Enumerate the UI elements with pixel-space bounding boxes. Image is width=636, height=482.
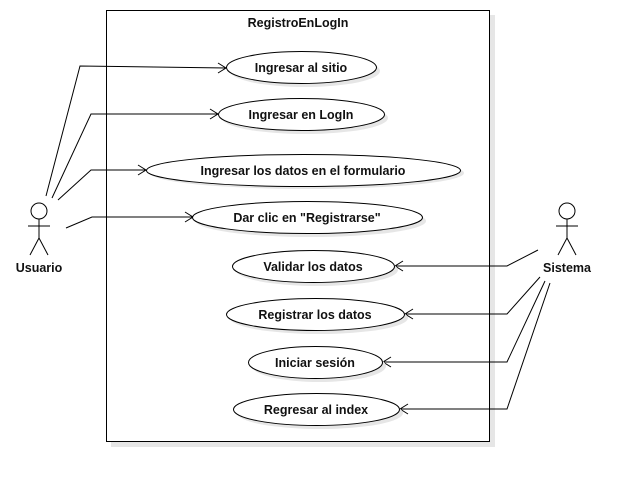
use-case-label: Ingresar al sitio <box>255 61 348 75</box>
use-case-validar-los-datos: Validar los datos <box>232 250 398 286</box>
assoc-sistema-registrar <box>405 276 541 315</box>
actor-usuario: Usuario <box>16 202 63 275</box>
arrowhead-ingresar-datos <box>137 164 147 176</box>
sistema-associations <box>383 249 551 410</box>
system-title: RegistroEnLogIn <box>248 16 349 30</box>
assoc-usuario-ingresar-sitio <box>45 65 227 197</box>
use-case-iniciar-sesion: Iniciar sesión <box>248 346 386 382</box>
assoc-usuario-ingresar-login <box>51 113 218 199</box>
arrowhead-ingresar-sitio <box>217 62 227 74</box>
use-case-regresar-al-index: Regresar al index <box>233 393 403 429</box>
use-case-label: Regresar al index <box>264 403 368 417</box>
assoc-sistema-validar <box>395 249 539 267</box>
stick-figure-icon <box>556 202 578 256</box>
use-case-ingresar-al-sitio: Ingresar al sitio <box>226 51 380 87</box>
actor-label-usuario: Usuario <box>16 261 63 275</box>
stick-figure-icon <box>28 202 50 256</box>
arrowhead-ingresar-login <box>209 108 219 120</box>
use-case-label: Validar los datos <box>263 260 362 274</box>
actor-sistema: Sistema <box>543 202 592 275</box>
assoc-sistema-iniciar <box>383 280 546 363</box>
use-case-label: Iniciar sesión <box>275 356 355 370</box>
use-case-label: Dar clic en "Registrarse" <box>233 211 380 225</box>
use-case-label: Ingresar en LogIn <box>249 108 354 122</box>
assoc-sistema-regresar <box>400 282 551 410</box>
use-case-dar-clic-registrarse: Dar clic en "Registrarse" <box>192 201 426 237</box>
use-case-label: Ingresar los datos en el formulario <box>201 164 406 178</box>
use-case-label: Registrar los datos <box>258 308 371 322</box>
usuario-associations <box>45 65 227 229</box>
assoc-usuario-dar-clic <box>65 216 193 229</box>
use-case-registrar-los-datos: Registrar los datos <box>226 298 408 334</box>
use-case-ingresar-en-login: Ingresar en LogIn <box>218 98 388 134</box>
assoc-usuario-ingresar-datos <box>57 169 146 201</box>
use-case-ingresar-los-datos: Ingresar los datos en el formulario <box>146 154 464 189</box>
actor-label-sistema: Sistema <box>543 261 592 275</box>
